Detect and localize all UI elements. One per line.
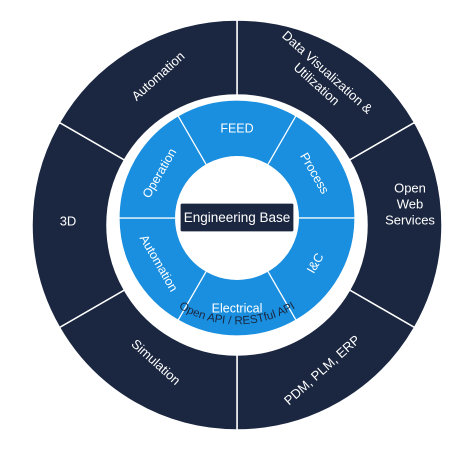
outer-segment-3d: [31, 121, 126, 329]
center-label: Engineering Base: [184, 210, 291, 225]
outer-label-line: Services: [385, 213, 435, 228]
inner-label-feed: FEED: [220, 122, 253, 136]
outer-label-line: Open: [394, 181, 426, 196]
outer-segment-automation-outer: [58, 19, 238, 162]
outer-label-line: Web: [397, 197, 424, 212]
center-label-box: [179, 202, 295, 233]
inner-label-electrical: Electrical: [212, 302, 263, 316]
outer-label-3d: 3D: [60, 214, 77, 229]
outer-label-line: 3D: [60, 214, 77, 229]
inner-ring: FEEDProcessI&CElectricalAutomationOperat…: [118, 99, 356, 337]
